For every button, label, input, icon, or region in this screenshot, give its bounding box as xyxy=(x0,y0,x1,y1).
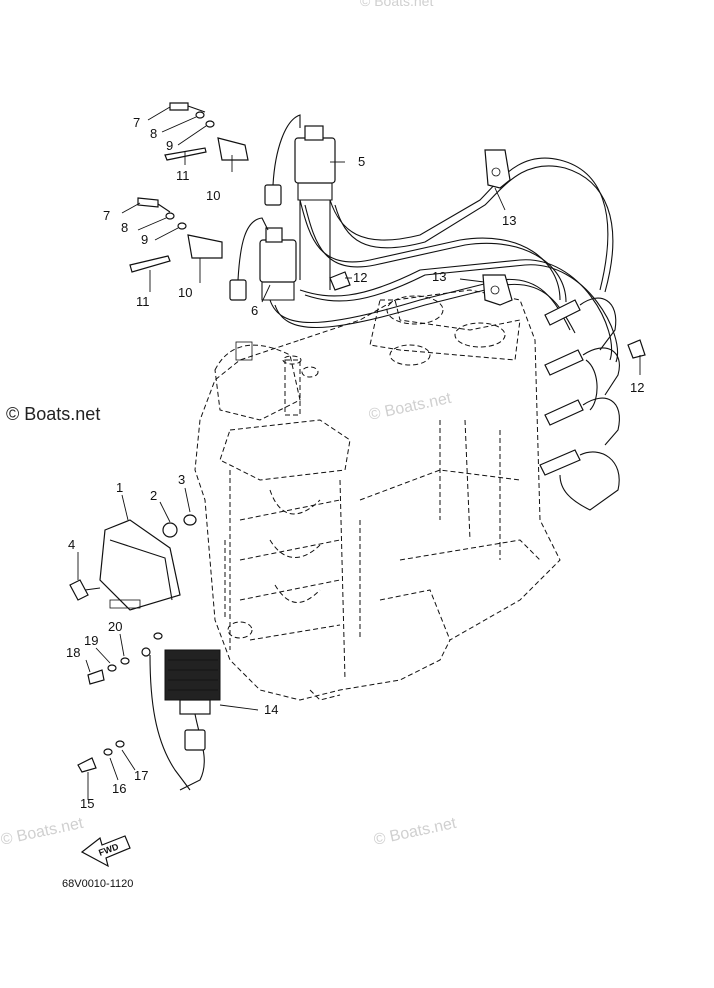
regulator-connector xyxy=(184,729,206,751)
high-tension-leads xyxy=(269,157,620,511)
lead-bracket xyxy=(482,274,513,306)
ignition-coil-lower xyxy=(259,227,297,301)
collar xyxy=(183,514,197,526)
callout-6: 6 xyxy=(251,303,258,318)
callout-9: 9 xyxy=(166,138,173,153)
callout-3: 3 xyxy=(178,472,185,487)
callout-11: 11 xyxy=(176,168,190,183)
engine-block xyxy=(194,289,561,701)
watermark: © Boats.net xyxy=(372,815,458,849)
callout-12: 12 xyxy=(353,270,367,285)
callout-10: 10 xyxy=(178,285,192,300)
callout-11: 11 xyxy=(136,294,150,309)
callout-19: 19 xyxy=(84,633,98,648)
ignition-coil-upper xyxy=(294,125,336,290)
callout-7: 7 xyxy=(103,208,110,223)
callout-1: 1 xyxy=(116,480,123,495)
callout-16: 16 xyxy=(112,781,126,796)
washer xyxy=(107,664,117,672)
drawing-code: 68V0010-1120 xyxy=(62,878,133,890)
bolt xyxy=(87,669,105,685)
wire-holder xyxy=(329,271,351,291)
callout-18: 18 xyxy=(66,645,80,660)
lead-bracket xyxy=(484,149,511,189)
coil-connector xyxy=(229,279,247,301)
washer xyxy=(120,657,130,665)
callout-9: 9 xyxy=(141,232,148,247)
washer xyxy=(141,647,151,657)
forward-arrow: FWD xyxy=(80,835,131,868)
callout-numbers: 7 8 9 5 11 10 13 7 8 9 12 13 10 11 6 12 … xyxy=(66,115,644,811)
cdi-bolt xyxy=(69,579,89,601)
callout-20: 20 xyxy=(108,619,122,634)
callout-2: 2 xyxy=(150,488,157,503)
watermark: © Boats.net xyxy=(6,404,100,424)
callout-8: 8 xyxy=(121,220,128,235)
watermark: © Boats.net xyxy=(0,815,85,849)
cdi-unit xyxy=(99,519,181,611)
washer xyxy=(153,632,163,640)
callout-5: 5 xyxy=(358,154,365,169)
callout-13: 13 xyxy=(502,213,516,228)
callout-10: 10 xyxy=(206,188,220,203)
watermark: © Boats.net xyxy=(367,390,453,424)
bolt xyxy=(77,757,97,773)
coil-fasteners-lower xyxy=(129,197,223,273)
washer xyxy=(115,740,125,748)
callout-17: 17 xyxy=(134,768,148,783)
washer xyxy=(103,748,113,756)
callout-15: 15 xyxy=(80,796,94,811)
callout-12: 12 xyxy=(630,380,644,395)
callout-8: 8 xyxy=(150,126,157,141)
callout-13: 13 xyxy=(432,269,446,284)
leader-lines xyxy=(77,106,641,800)
callout-4: 4 xyxy=(68,537,75,552)
coil-fasteners-upper xyxy=(164,102,249,161)
watermark: © Boats.net xyxy=(360,0,433,9)
callout-14: 14 xyxy=(264,702,278,717)
rectifier-regulator xyxy=(164,649,221,715)
wire-holder xyxy=(627,339,646,359)
coil-connector xyxy=(264,184,282,206)
grommet xyxy=(162,522,178,538)
callout-7: 7 xyxy=(133,115,140,130)
